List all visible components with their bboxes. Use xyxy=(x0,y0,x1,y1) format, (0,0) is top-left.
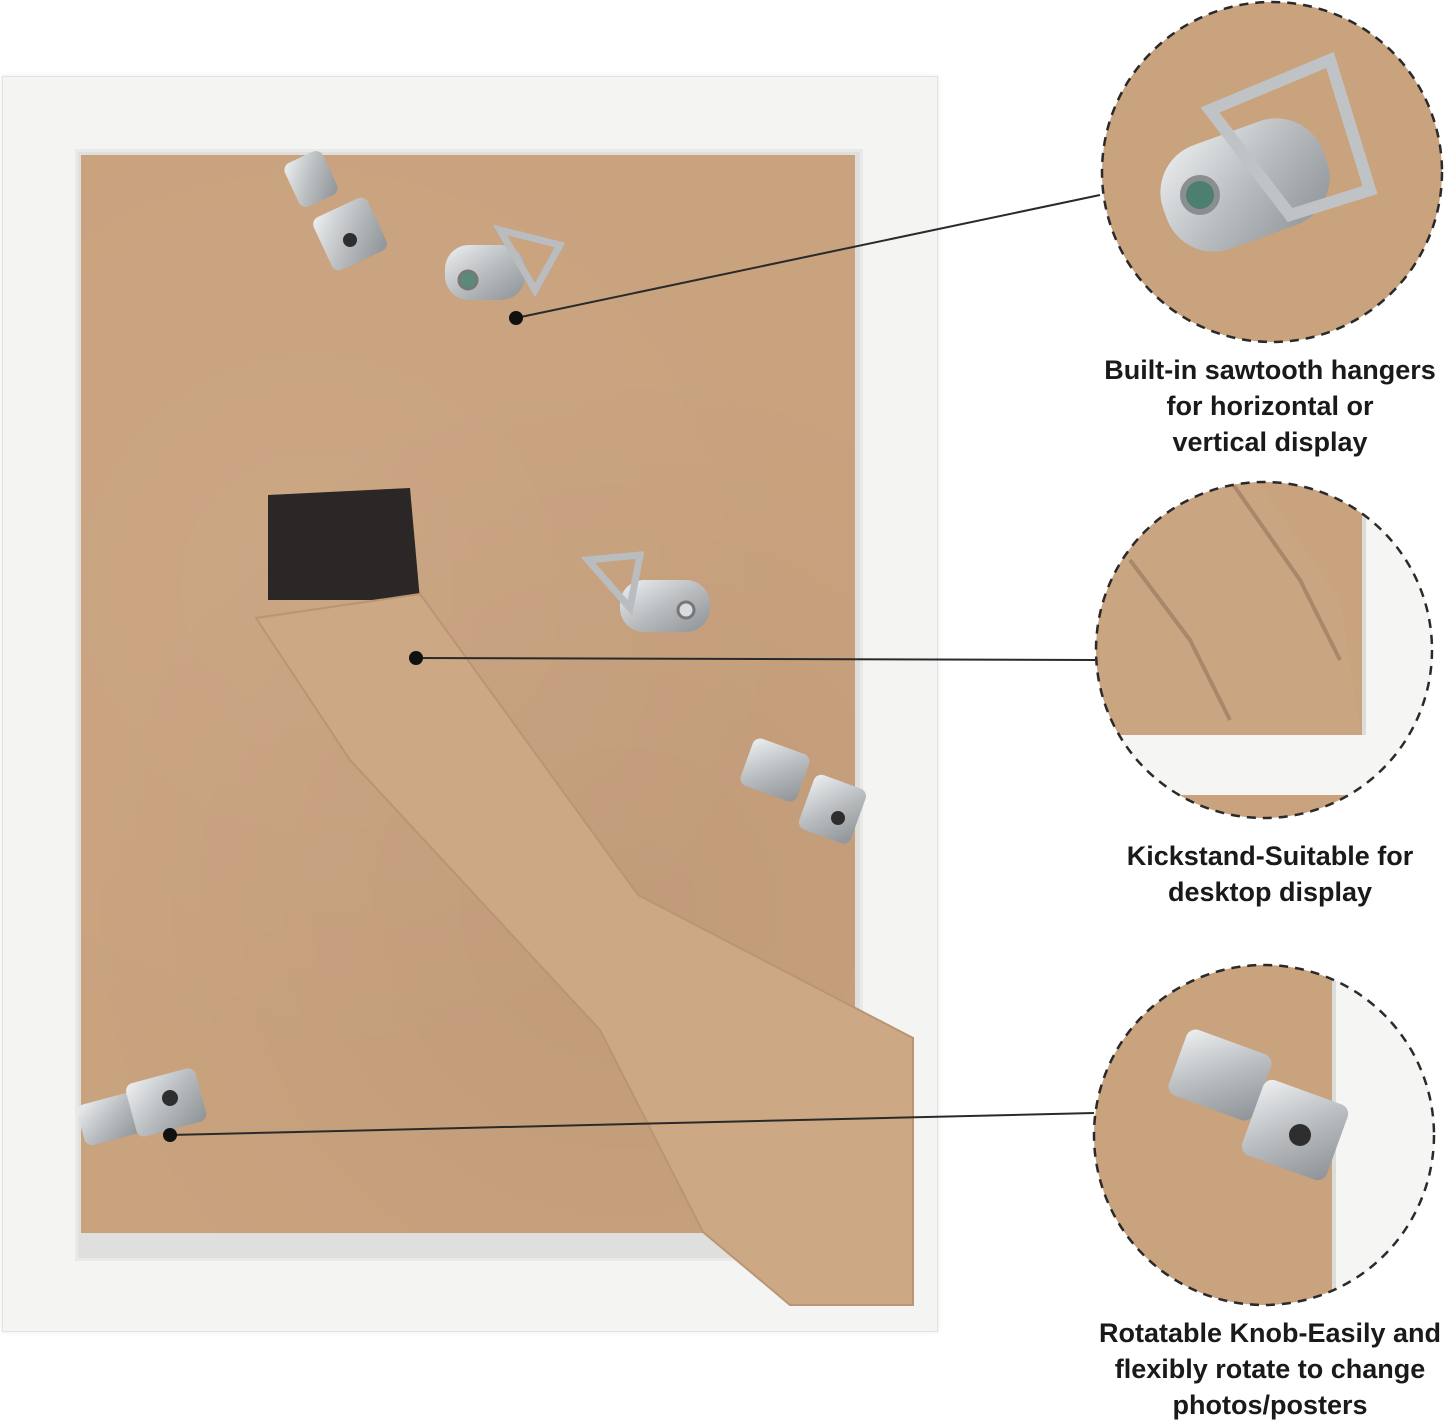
turn-button-bottom-left xyxy=(77,1068,207,1146)
caption-line: Kickstand-Suitable for xyxy=(1126,841,1414,871)
caption-sawtooth-hangers: Built-in sawtooth hangers for horizontal… xyxy=(1090,352,1445,460)
caption-line: Built-in sawtooth hangers xyxy=(1104,355,1436,385)
kickstand-leg xyxy=(254,592,914,1306)
caption-kickstand: Kickstand-Suitable for desktop display xyxy=(1090,838,1445,910)
zoom-circle-kickstand xyxy=(1094,480,1434,820)
caption-rotatable-knob: Rotatable Knob-Easily and flexibly rotat… xyxy=(1090,1315,1445,1423)
caption-line: vertical display xyxy=(1172,427,1368,457)
sawtooth-hanger-middle xyxy=(580,551,710,632)
kickstand xyxy=(254,488,914,1306)
caption-line: photos/posters xyxy=(1172,1390,1368,1420)
caption-line: for horizontal or xyxy=(1166,391,1374,421)
pointer-dot-knob xyxy=(163,1128,177,1142)
caption-line: desktop display xyxy=(1167,877,1373,907)
pointer-dot-kickstand xyxy=(409,651,423,665)
sawtooth-hanger-top xyxy=(445,224,566,300)
pointer-dot-sawtooth xyxy=(509,311,523,325)
turn-button-top xyxy=(284,151,387,271)
caption-line: flexibly rotate to change xyxy=(1114,1354,1426,1384)
zoom-circle-knob xyxy=(1092,963,1436,1307)
zoom-circle-hanger xyxy=(1100,0,1444,344)
caption-line: Rotatable Knob-Easily and xyxy=(1098,1318,1442,1348)
callout-pointers xyxy=(163,194,1101,1142)
turn-button-right xyxy=(740,738,866,844)
kickstand-hinge xyxy=(268,488,420,600)
